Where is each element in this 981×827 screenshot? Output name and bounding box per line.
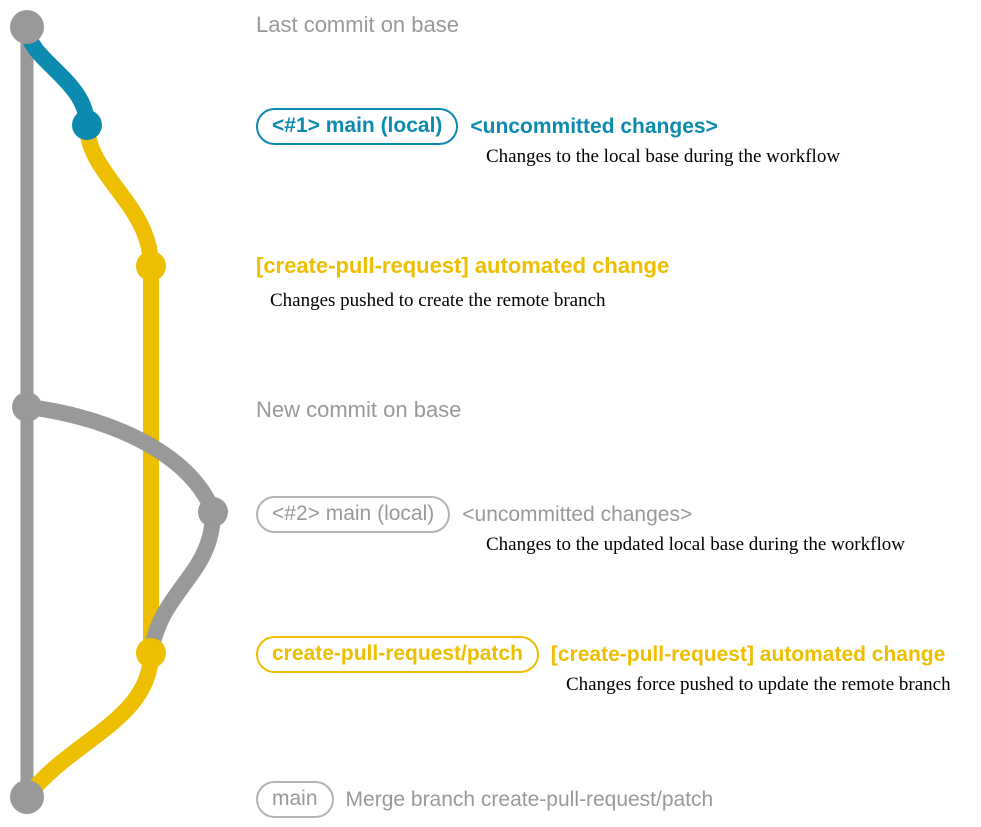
commit-subject: <uncommitted changes>	[462, 502, 693, 526]
ref-badge-create-pull-request-patch[interactable]: create-pull-request/patch	[256, 636, 539, 674]
commit-subject: <uncommitted changes>	[470, 114, 718, 138]
commit-row-local-main-2: <#2> main (local) <uncommitted changes>	[256, 496, 693, 534]
ref-badge-local-main-1[interactable]: <#1> main (local)	[256, 108, 459, 146]
commit-row-merge-commit: main Merge branch create-pull-request/pa…	[256, 781, 714, 819]
commit-note-local-main-2: Changes to the updated local base during…	[486, 534, 905, 555]
commit-row-automated-change-1: [create-pull-request] automated change	[256, 253, 669, 279]
node-base-new-commit	[12, 392, 42, 422]
commit-subject: Merge branch create-pull-request/patch	[345, 787, 714, 811]
commit-subject: [create-pull-request] automated change	[550, 642, 946, 666]
commit-row-last-commit-on-base: Last commit on base	[256, 12, 459, 38]
commit-note-local-main-1: Changes to the local base during the wor…	[486, 146, 841, 167]
ref-badge-local-main-2[interactable]: <#2> main (local)	[256, 496, 451, 534]
commit-note-automated-change-1: Changes pushed to create the remote bran…	[270, 290, 606, 311]
edge-remote-patch-2-to-merge	[19, 645, 159, 805]
commit-row-new-commit-on-base: New commit on base	[256, 397, 461, 423]
edge-base-to-local-main-2	[19, 399, 221, 520]
commit-row-local-main-1: <#1> main (local) <uncommitted changes>	[256, 108, 718, 146]
ref-badge-main[interactable]: main	[256, 781, 334, 819]
commit-row-automated-change-2: create-pull-request/patch [create-pull-r…	[256, 636, 946, 674]
commit-subject: New commit on base	[256, 397, 462, 422]
node-base-last-commit	[10, 10, 44, 44]
node-remote-patch-1	[136, 251, 166, 281]
node-local-main-2	[198, 497, 228, 527]
edge-local-main-1-to-remote-patch-1	[79, 117, 159, 661]
commit-subject: [create-pull-request] automated change	[256, 253, 670, 278]
node-remote-patch-2	[136, 638, 166, 668]
edge-base-to-local-main-1	[19, 19, 95, 133]
commit-subject: Last commit on base	[256, 12, 459, 37]
edge-local-main-2-to-remote-patch-2	[143, 504, 221, 661]
node-local-main-1	[72, 110, 102, 140]
node-merge-commit	[10, 780, 44, 814]
commit-note-automated-change-2: Changes force pushed to update the remot…	[566, 674, 951, 695]
